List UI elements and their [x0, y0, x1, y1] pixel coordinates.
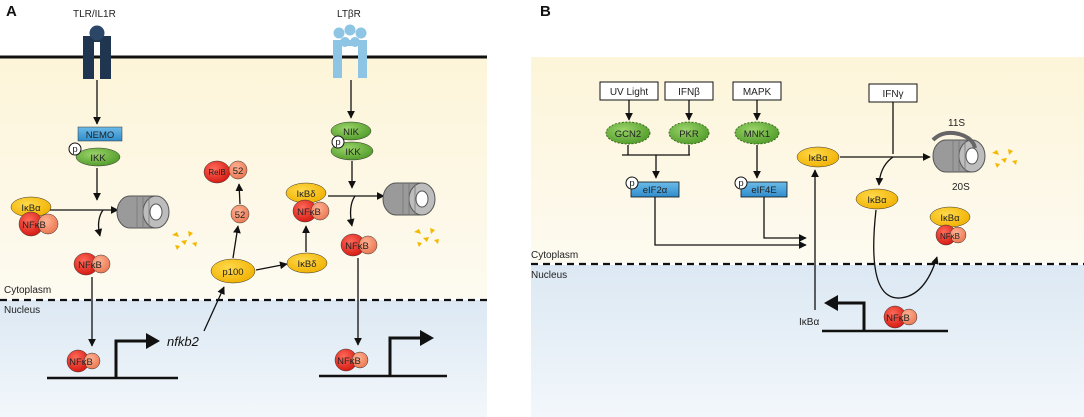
nfkb-a6-label: NFκB [337, 356, 361, 367]
phospho-a1 [68, 142, 82, 156]
nfkb2-gene-label: nfkb2 [167, 334, 200, 349]
label-11s: 11S [948, 118, 965, 129]
panel-a: A Cytoplasm Nucleus TLR/IL1R NEMO IKK p … [0, 3, 487, 417]
ikbd-a2 [286, 252, 328, 274]
tlr-receptor-icon [83, 25, 111, 79]
promoter-b-icon [838, 301, 866, 331]
nik-label: NIK [343, 127, 360, 138]
mnk1-label: MNK1 [744, 129, 770, 140]
nfkb-a2-label: NFκB [78, 260, 102, 271]
p52-label: 52 [233, 166, 244, 177]
panel-a-nucleus-label: Nucleus [4, 305, 40, 316]
p52-small [230, 204, 250, 224]
proteasome-b-icon [931, 130, 986, 173]
ikba-b1-label: IκBα [808, 153, 828, 164]
ikba-b3-label: IκBα [940, 213, 960, 224]
mapk-label: MAPK [743, 87, 772, 98]
uv-label: UV Light [610, 87, 649, 98]
eif4e-label: eIF4E [751, 185, 776, 196]
mnk1-icon [734, 121, 780, 145]
nfkb-a1-label: NFκB [22, 220, 46, 231]
tlr-label: TLR/IL1R [73, 9, 116, 20]
p100 [210, 258, 256, 284]
phospho-b1-label: p [629, 178, 634, 189]
promoter-a2-icon [388, 336, 420, 376]
panel-a-letter: A [6, 3, 17, 20]
nfkb-a4-sal [310, 201, 330, 221]
label-20s: 20S [952, 182, 970, 193]
phospho-a2-label: p [335, 137, 340, 148]
promoter-a1-icon [114, 339, 146, 378]
ikk-a1 [75, 147, 121, 167]
ikba-b1 [796, 146, 840, 168]
phospho-b2 [734, 176, 748, 190]
nfkb-a2-sal [91, 254, 111, 274]
nfkb-a5-label: NFκB [345, 241, 369, 252]
panel-b-cytoplasm-label: Cytoplasm [531, 250, 578, 261]
nfkb-a1-sal [37, 213, 59, 235]
gcn2-icon [605, 121, 651, 145]
p52 [228, 160, 248, 180]
nfkb-a4-label: NFκB [297, 207, 321, 218]
ikbd-a2-label: IκBδ [297, 259, 316, 270]
panel-b-letter: B [540, 3, 551, 20]
phospho-a1-label: p [72, 144, 77, 155]
nfkb-a3-sal [83, 352, 101, 370]
ltbr-receptor-icon [333, 24, 367, 78]
gcn2-label: GCN2 [615, 129, 641, 140]
panel-b: B Cytoplasm Nucleus UV Light IFNβ MAPK I… [531, 3, 1084, 417]
panel-a-cytoplasm-label: Cytoplasm [4, 285, 51, 296]
relb-label: RelB [208, 168, 225, 177]
ikk-a1-label: IKK [90, 153, 106, 164]
ikba-a1-label: IκBα [21, 203, 41, 214]
ikba-b2-label: IκBα [867, 195, 887, 206]
nfkb-a3-label: NFκB [69, 357, 93, 368]
nfkb-b2-label: NFκB [886, 313, 910, 324]
ikba-b-nucleus-label: IκBα [799, 317, 819, 328]
nemo-label: NEMO [86, 130, 115, 141]
p100-label: p100 [222, 267, 243, 278]
ifnb-label: IFNβ [678, 87, 700, 98]
phospho-b2-label: p [738, 178, 743, 189]
nfkb-b2-sal [900, 308, 918, 326]
phospho-a2 [331, 135, 345, 149]
ikk-a2-label: IKK [345, 147, 361, 158]
proteasome-a1-icon [116, 195, 170, 229]
pkr-icon [668, 121, 710, 145]
ikba-b2 [855, 188, 899, 210]
ikbd-a1-label: IκBδ [296, 189, 315, 200]
nfkb-b1-label: NFκB [940, 232, 960, 241]
pkr-label: PKR [679, 129, 699, 140]
phospho-b1 [625, 176, 639, 190]
p52-small-label: 52 [235, 210, 246, 221]
ltbr-label: LTβR [337, 9, 361, 20]
eif2a-label: eIF2α [643, 185, 668, 196]
nfkb-b1-sal [949, 226, 967, 244]
ifng-label: IFNγ [882, 89, 903, 100]
panel-b-nucleus-label: Nucleus [531, 270, 567, 281]
nfkb-a6-sal [351, 351, 369, 369]
panel-b-nucleus-bg [531, 265, 1084, 417]
nemo-box [77, 126, 123, 142]
nik [330, 121, 372, 141]
nfkb-a5-sal [358, 235, 378, 255]
proteasome-a2-icon [382, 182, 436, 216]
